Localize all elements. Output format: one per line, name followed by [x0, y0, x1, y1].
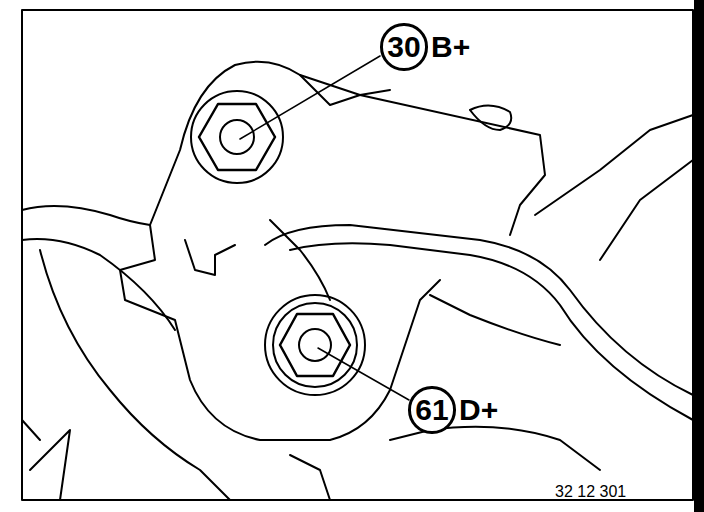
frame [22, 10, 693, 500]
hex-nut [199, 104, 275, 170]
cable-upper [265, 225, 693, 395]
stud [220, 120, 254, 154]
background-line [535, 115, 693, 215]
leader-line [240, 56, 380, 139]
washer [265, 295, 365, 395]
plate-outline [300, 75, 545, 235]
cable-edge [270, 220, 330, 300]
callout-number: 61 [415, 395, 448, 425]
washer [191, 91, 283, 183]
bracket-outline [150, 62, 390, 225]
background-line [22, 206, 150, 225]
hex-nut [280, 314, 350, 376]
callout-number: 30 [387, 32, 420, 62]
line-art [22, 10, 693, 500]
cable-clip [430, 295, 560, 345]
background-line [22, 420, 70, 500]
terminal-name: D+ [459, 395, 498, 425]
callout-circle: 61 [408, 386, 455, 433]
background-line [22, 239, 175, 330]
edge-bar [694, 0, 704, 512]
terminal-name: B+ [431, 32, 470, 62]
tab [185, 240, 235, 275]
callout-circle: 30 [380, 23, 427, 70]
background-line [40, 250, 230, 500]
background-line [290, 455, 330, 500]
figure-number: 32 12 301 [555, 484, 626, 500]
stud [299, 329, 331, 361]
housing-outline [120, 225, 440, 440]
leader-line [318, 348, 409, 400]
background-line [390, 427, 600, 470]
cable-lower [290, 243, 693, 420]
background-line [600, 160, 693, 260]
hole [470, 105, 511, 130]
terminal-eye [273, 303, 357, 387]
